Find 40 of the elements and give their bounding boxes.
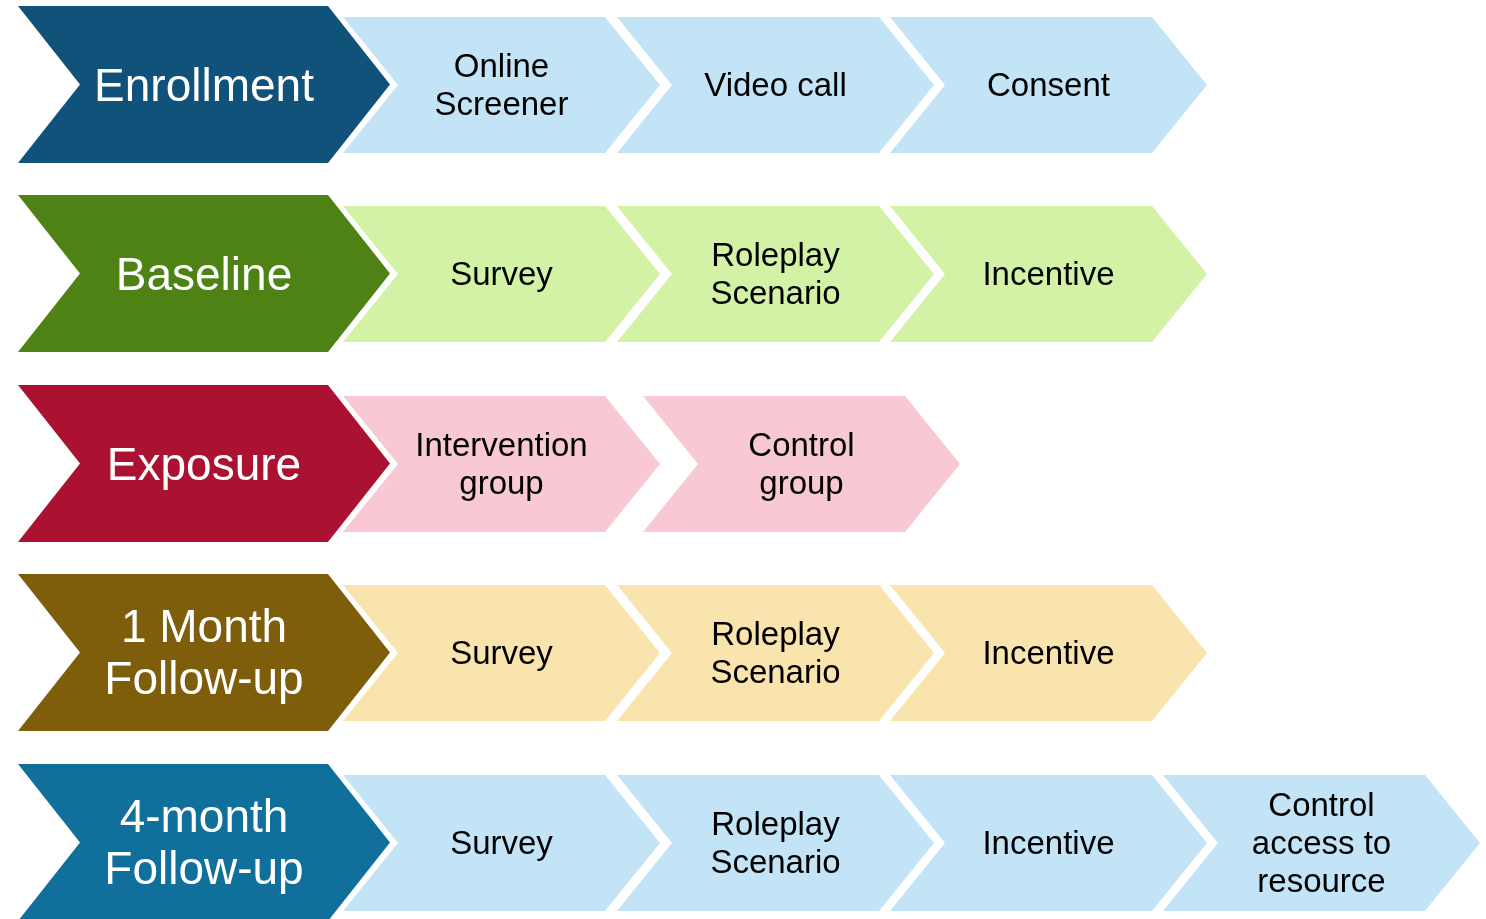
- step-banner: [343, 17, 660, 153]
- step-label: Survey: [449, 824, 554, 862]
- step-label: Roleplay Scenario: [709, 805, 842, 881]
- step-label: Incentive: [981, 255, 1116, 293]
- phase-label: Baseline: [114, 247, 294, 300]
- step-label: Video call: [703, 66, 848, 104]
- step-banner: [343, 396, 660, 532]
- step-label: Survey: [449, 255, 554, 293]
- step-banner: [343, 775, 660, 911]
- phase-banner: [18, 574, 390, 731]
- step-banner: [617, 206, 934, 342]
- step-label: Online Screener: [433, 47, 570, 123]
- step-banner: [1163, 775, 1480, 911]
- step-banner: [343, 206, 660, 342]
- step-label: Intervention group: [414, 426, 589, 502]
- step-label: Roleplay Scenario: [709, 236, 842, 312]
- step-banner: [890, 206, 1207, 342]
- step-banner: [617, 17, 934, 153]
- phase-label: 1 Month Follow-up: [103, 599, 305, 706]
- step-banner: [890, 775, 1207, 911]
- step-label: Incentive: [981, 634, 1116, 672]
- step-label: Roleplay Scenario: [709, 615, 842, 691]
- phase-label: 4-month Follow-up: [103, 789, 305, 896]
- step-label: Control group: [747, 426, 856, 502]
- step-banner: [890, 585, 1207, 721]
- phase-label: Exposure: [105, 437, 303, 490]
- phase-banner: [18, 385, 390, 542]
- phase-banner: [18, 195, 390, 352]
- step-label: Consent: [986, 66, 1111, 104]
- phase-label: Enrollment: [93, 58, 315, 111]
- phase-banner: [18, 6, 390, 163]
- step-label: Survey: [449, 634, 554, 672]
- step-banner: [617, 775, 934, 911]
- step-banner: [343, 585, 660, 721]
- step-banner: [617, 585, 934, 721]
- step-banner: [890, 17, 1207, 153]
- phase-banner: [18, 764, 390, 919]
- step-banner: [643, 396, 960, 532]
- step-label: Control access to resource: [1250, 786, 1393, 900]
- step-label: Incentive: [981, 824, 1116, 862]
